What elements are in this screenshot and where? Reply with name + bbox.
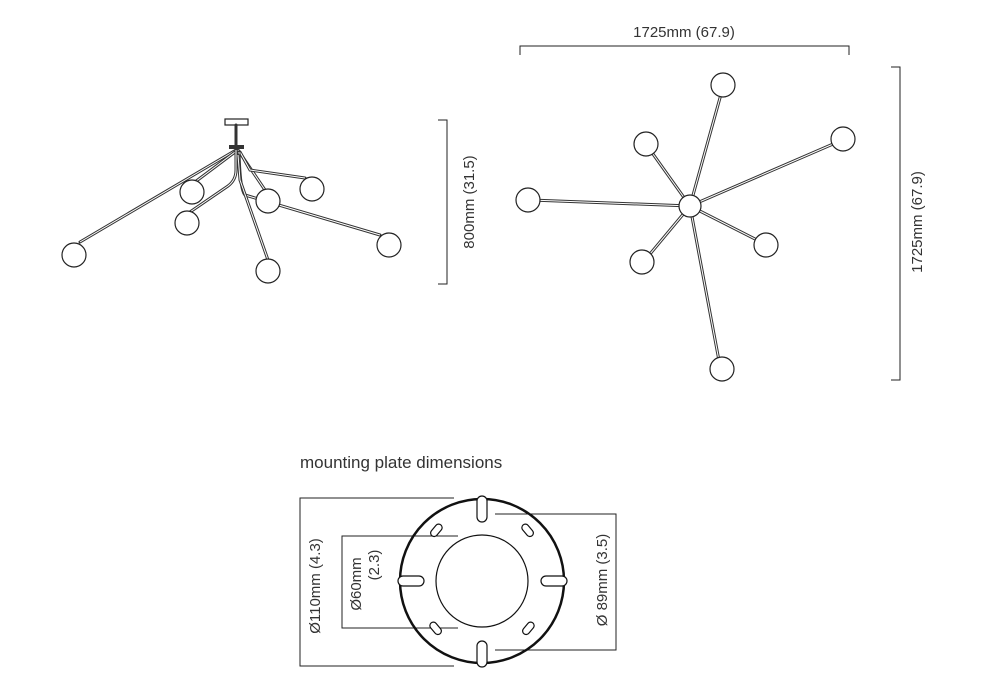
globe [515, 187, 541, 213]
mount-hole [521, 523, 534, 538]
globe [255, 188, 281, 214]
hole-spacing-label: Ø 89mm (3.5) [594, 534, 611, 627]
side-view: 800mm (31.5) [61, 118, 478, 285]
plate-inner-circle [435, 534, 529, 628]
screw-slot [476, 640, 488, 668]
globe [709, 356, 735, 382]
globe [629, 249, 655, 275]
globe [255, 258, 281, 284]
width-dimension-line [519, 45, 850, 55]
height-dimension-line [438, 119, 448, 285]
globe [633, 131, 659, 157]
screw-slot [476, 495, 488, 523]
globe [61, 242, 87, 268]
hole-dimension-line [495, 513, 617, 651]
depth-dimension-line [891, 66, 901, 381]
outer-diameter-label: Ø110mm (4.3) [307, 538, 324, 634]
globe [830, 126, 856, 152]
mount-hole [430, 523, 443, 538]
globe [299, 176, 325, 202]
canopy-collar [229, 145, 244, 149]
outer-dimension-line [299, 497, 454, 667]
height-label: 800mm (31.5) [461, 155, 478, 248]
mounting-plate: mounting plate dimensions Ø110mm (4.3) Ø… [299, 453, 617, 668]
screw-slot [397, 575, 425, 587]
center-hub [678, 194, 702, 218]
globe [174, 210, 200, 236]
inner-diameter-inches: (2.3) [366, 550, 383, 581]
mount-hole [429, 621, 442, 636]
width-label: 1725mm (67.9) [633, 24, 735, 41]
mount-hole [522, 621, 535, 636]
top-view: 1725mm (67.9) 1725mm (67.9) [515, 24, 926, 382]
depth-label: 1725mm (67.9) [909, 171, 926, 273]
globe [179, 179, 205, 205]
globe [376, 232, 402, 258]
globe [753, 232, 779, 258]
screw-slot [540, 575, 568, 587]
globe [710, 72, 736, 98]
inner-diameter-label: Ø60mm [348, 557, 365, 610]
inner-dimension-line [341, 535, 458, 629]
mounting-plate-title: mounting plate dimensions [300, 453, 502, 472]
